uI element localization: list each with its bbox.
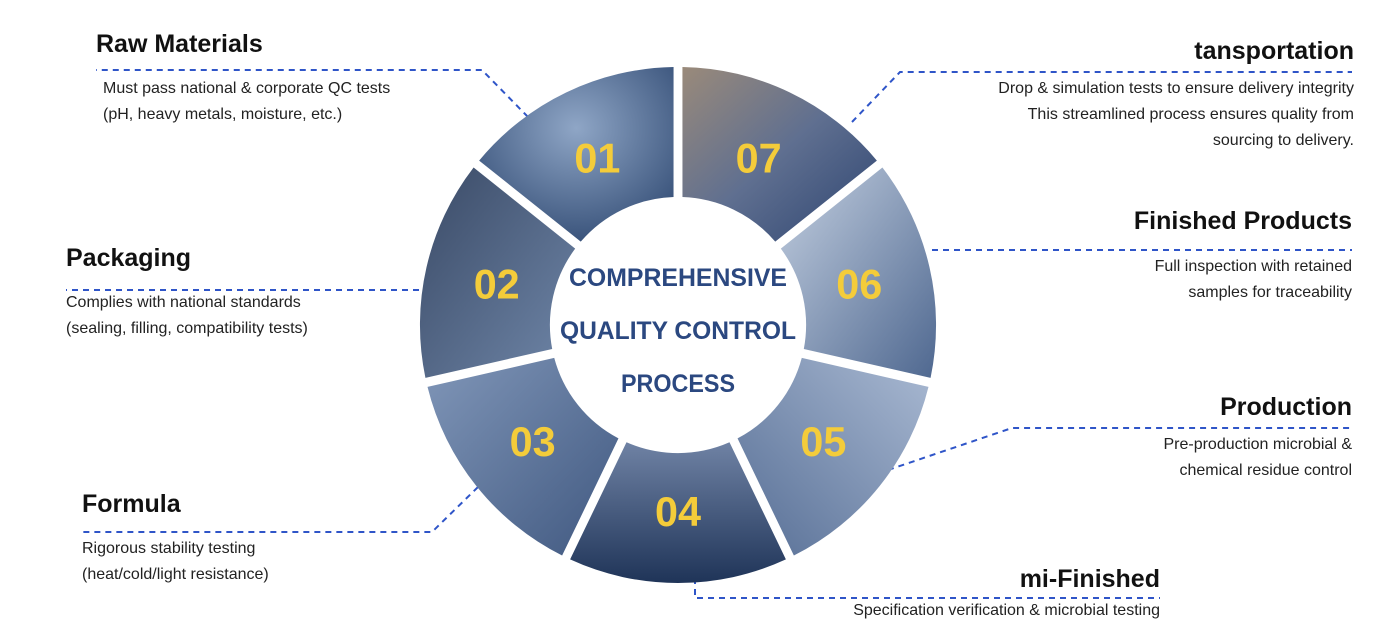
label-title: Production bbox=[1220, 393, 1352, 421]
segment-packaging bbox=[419, 167, 576, 378]
label-desc: Full inspection with retained samples fo… bbox=[1154, 258, 1352, 301]
connector-semi-finished bbox=[694, 578, 1160, 599]
label-semi-finished: mi-Finished Specification verification &… bbox=[853, 567, 1160, 624]
segment-semi-finished bbox=[570, 442, 786, 584]
connector-transportation bbox=[851, 71, 1352, 123]
connector-raw-materials bbox=[96, 69, 529, 118]
label-desc: Must pass national & corporate QC tests … bbox=[103, 80, 391, 123]
label-desc: Complies with national standards (sealin… bbox=[66, 294, 308, 337]
segment-number-02: 02 bbox=[474, 260, 520, 307]
segment-formula bbox=[427, 357, 619, 556]
segment-number-01: 01 bbox=[574, 134, 620, 181]
center-line-3: PROCESS bbox=[621, 370, 735, 398]
label-desc: Specification verification & microbial t… bbox=[853, 602, 1160, 619]
label-formula: Formula Rigorous stability testing (heat… bbox=[82, 492, 269, 588]
label-desc: Pre-production microbial & chemical resi… bbox=[1163, 436, 1352, 479]
label-production: Production Pre-production microbial & ch… bbox=[1163, 395, 1352, 484]
label-title: tansportation bbox=[1194, 37, 1354, 65]
connector-production bbox=[887, 427, 1352, 471]
label-raw-materials: Raw Materials Must pass national & corpo… bbox=[96, 32, 390, 128]
segment-number-05: 05 bbox=[800, 418, 846, 465]
label-title: Packaging bbox=[66, 244, 192, 272]
connector-formula bbox=[82, 486, 479, 533]
segment-finished-products bbox=[780, 167, 937, 378]
label-finished-products: Finished Products Full inspection with r… bbox=[1134, 209, 1352, 306]
segment-number-06: 06 bbox=[836, 260, 882, 307]
label-title: mi-Finished bbox=[1019, 565, 1160, 593]
segment-raw-materials bbox=[479, 66, 674, 242]
segment-number-04: 04 bbox=[655, 488, 702, 535]
label-title: Finished Products bbox=[1133, 207, 1352, 235]
center-line-1: COMPREHENSIVE bbox=[569, 264, 787, 292]
label-transportation: tansportation Drop & simulation tests to… bbox=[998, 39, 1354, 154]
segment-number-07: 07 bbox=[736, 134, 782, 181]
segment-production bbox=[737, 357, 929, 556]
label-title: Formula bbox=[82, 490, 181, 518]
center-disc bbox=[553, 200, 803, 450]
center-line-2: QUALITY CONTROL bbox=[560, 317, 796, 345]
label-packaging: Packaging Complies with national standar… bbox=[66, 246, 308, 342]
segment-number-03: 03 bbox=[510, 418, 556, 465]
label-desc: Drop & simulation tests to ensure delive… bbox=[998, 80, 1354, 149]
segment-transportation bbox=[682, 66, 877, 242]
label-desc: Rigorous stability testing (heat/cold/li… bbox=[82, 540, 269, 583]
label-title: Raw Materials bbox=[96, 30, 263, 58]
